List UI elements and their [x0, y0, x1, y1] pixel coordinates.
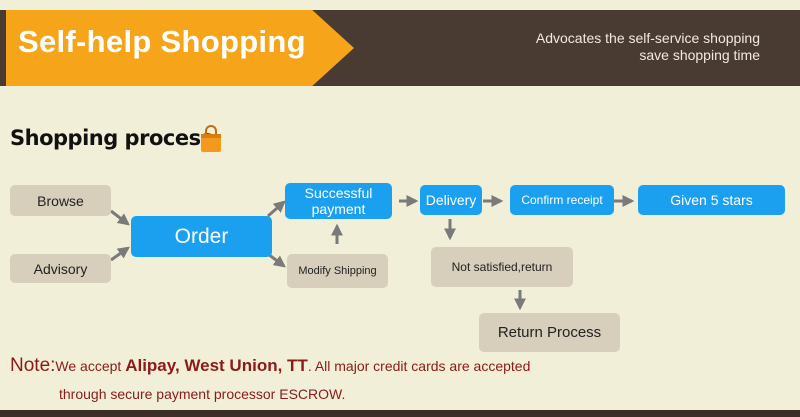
- note-payment-methods: Alipay, West Union, TT: [125, 356, 308, 375]
- return-process-box: Return Process: [479, 313, 620, 352]
- header-banner: Self-help Shopping Advocates the self-se…: [0, 10, 800, 86]
- confirm-receipt-box: Confirm receipt: [510, 185, 614, 215]
- confirm-receipt-label: Confirm receipt: [521, 193, 603, 207]
- note-line1: Note:We accept Alipay, West Union, TT. A…: [10, 355, 530, 377]
- successful-payment-line2: payment: [311, 201, 366, 217]
- note-prefix: Note:: [10, 355, 56, 376]
- banner-orange-tab: [6, 10, 354, 86]
- arrow-advisory-order: [110, 246, 130, 262]
- note-part2: . All major credit cards are accepted: [307, 358, 531, 374]
- given-5-stars-label: Given 5 stars: [670, 192, 753, 208]
- order-label: Order: [174, 224, 229, 248]
- delivery-box: Delivery: [420, 185, 482, 215]
- order-box: Order: [131, 216, 272, 257]
- arrow-order-payment: [267, 200, 286, 218]
- advisory-label: Advisory: [33, 260, 88, 277]
- banner-subtitle-line2: save shopping time: [639, 47, 760, 63]
- banner-subtitle-line1: Advocates the self-service shopping: [535, 30, 760, 46]
- modify-shipping-label: Modify Shipping: [298, 265, 377, 277]
- delivery-label: Delivery: [425, 192, 477, 208]
- browse-box: Browse: [10, 185, 111, 216]
- banner-title: Self-help Shopping: [18, 24, 306, 59]
- given-5-stars-box: Given 5 stars: [638, 185, 785, 215]
- shopping-bag-icon: [201, 125, 221, 152]
- not-satisfied-box: Not satisfied,return: [431, 247, 573, 287]
- arrow-browse-order: [110, 209, 130, 226]
- advisory-box: Advisory: [10, 254, 111, 283]
- not-satisfied-label: Not satisfied,return: [451, 260, 553, 274]
- modify-shipping-box: Modify Shipping: [287, 254, 388, 288]
- arrow-order-modify: [267, 252, 286, 268]
- section-title: Shopping process: [10, 126, 213, 150]
- browse-label: Browse: [37, 192, 84, 209]
- successful-payment-line1: Successful: [304, 185, 373, 201]
- note-line2: through secure payment processor ESCROW.: [59, 386, 346, 402]
- bottom-divider: [0, 410, 800, 417]
- note-part1: We accept: [55, 358, 126, 374]
- banner-subtitle: Advocates the self-service shopping save…: [536, 30, 760, 64]
- successful-payment-box: Successful payment: [285, 183, 392, 219]
- return-process-label: Return Process: [497, 324, 602, 341]
